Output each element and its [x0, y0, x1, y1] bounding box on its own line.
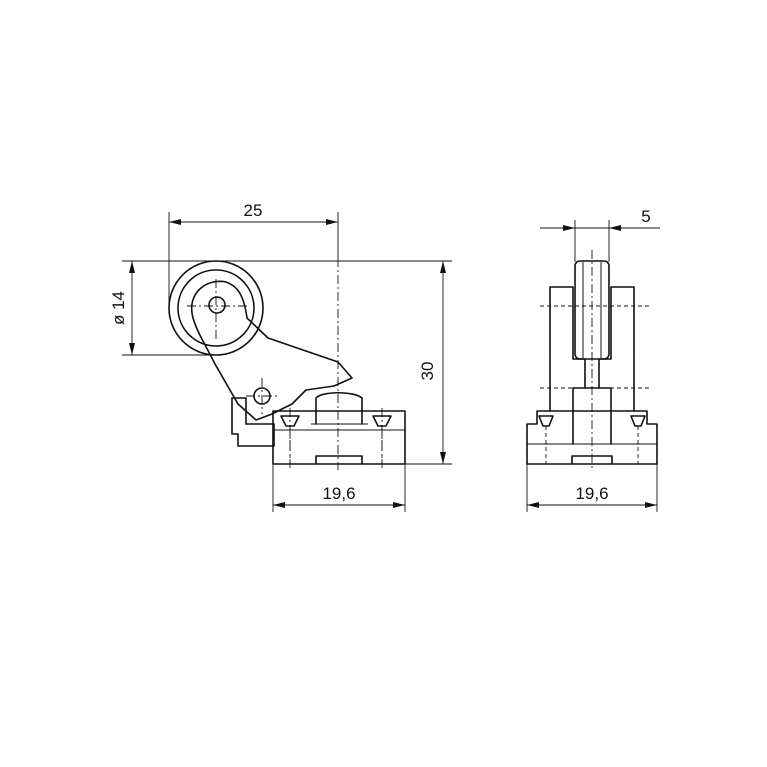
dim-side-base-arrow-right [393, 502, 405, 508]
dim-side-base-label: 19,6 [322, 484, 355, 503]
plunger [315, 391, 363, 425]
dim-25-arrow-left [169, 219, 181, 225]
dim-front-base-arrow-left [527, 502, 539, 508]
front-hole-left [538, 415, 554, 427]
fork-right [598, 286, 635, 412]
dim-30-arrow-top [440, 261, 446, 273]
dim-30-label: 30 [418, 362, 437, 381]
side-view [168, 258, 406, 470]
mount-hole-left [280, 415, 300, 427]
fork-left [549, 286, 586, 412]
dim-30-arrow-bottom [440, 452, 446, 464]
lever-arm [190, 280, 353, 421]
dim-side-base-arrow-left [273, 502, 285, 508]
roller-inner [177, 269, 255, 347]
front-dimensions: 5 19,6 [526, 207, 660, 512]
front-hole-right [630, 415, 646, 427]
dim-25-arrow-right [326, 219, 338, 225]
front-body [526, 410, 658, 465]
dim-front-base-arrow-right [645, 502, 657, 508]
dim-5-arrow-right [609, 225, 621, 231]
dim-dia-arrow-bottom [129, 343, 135, 355]
side-dimensions: 25 ø 14 30 19,6 [109, 201, 452, 512]
axle-hole [208, 296, 226, 314]
mounting-bracket [231, 397, 275, 447]
front-view [526, 250, 658, 470]
dim-25-label: 25 [244, 201, 263, 220]
dim-front-base-label: 19,6 [575, 484, 608, 503]
dim-dia-label: ø 14 [109, 291, 128, 325]
mount-hole-right [372, 415, 392, 427]
mounting-slot [315, 455, 363, 465]
dim-5-label: 5 [641, 207, 650, 226]
dim-dia-arrow-top [129, 261, 135, 273]
dim-5-arrow-left [563, 225, 575, 231]
switch-body [272, 410, 406, 465]
